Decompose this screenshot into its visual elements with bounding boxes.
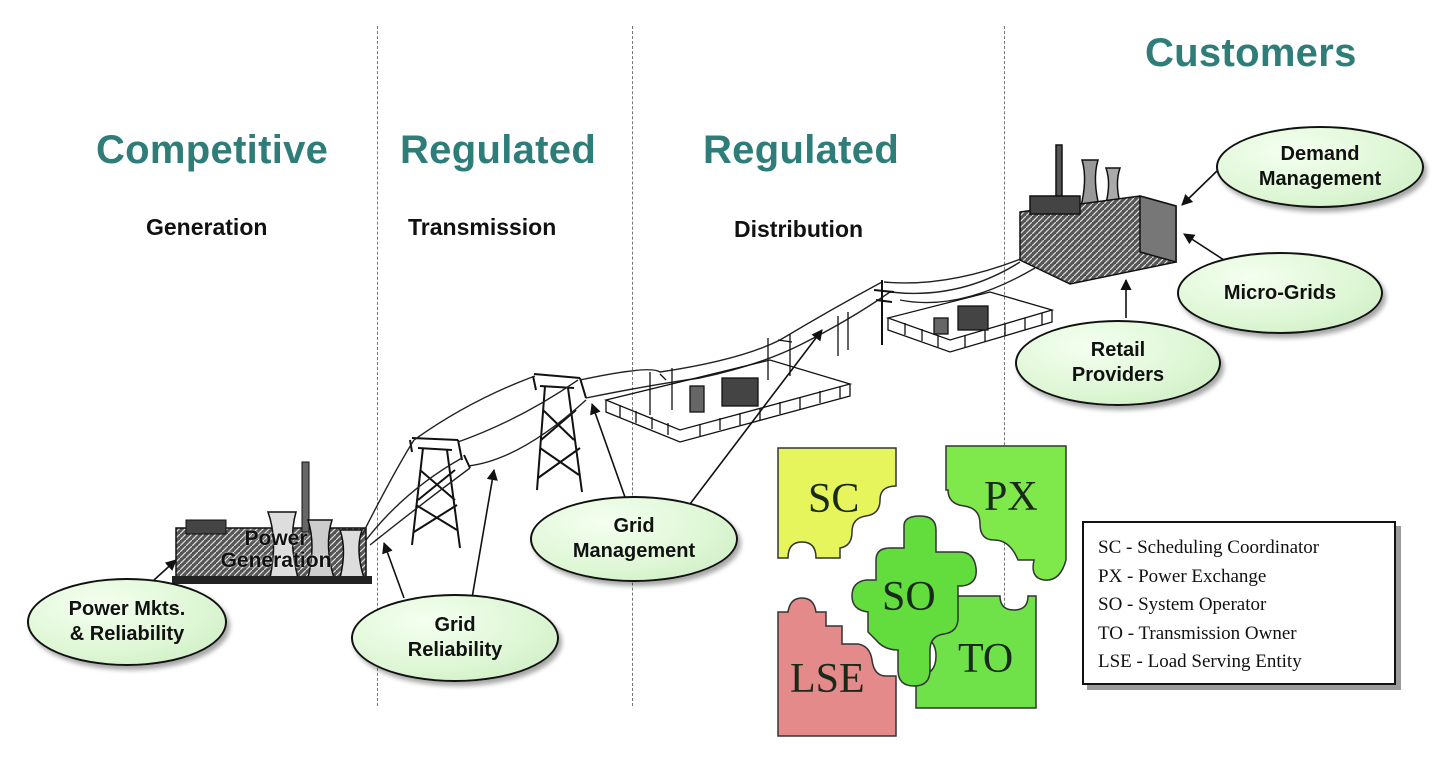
puzzle-label-to: TO [958,636,1013,682]
callout-text: Grid [613,515,655,537]
transmission-tower-icon [532,373,587,493]
power-generation-label: Power Generation [196,527,356,573]
callout-text: Management [572,540,696,562]
callout-micro-grids: Micro-Grids [1177,252,1383,334]
plant-label-line1: Power [244,527,308,550]
puzzle-piece-px: PX [945,445,1067,581]
callout-power-markets: Power Mkts. & Reliability [27,578,227,666]
section-subheading-transmission: Transmission [408,214,557,240]
puzzle-label-sc: SC [808,476,859,522]
power-lines [361,255,1036,546]
legend-item: TO - Transmission Owner [1098,622,1297,644]
section-heading-customers: Customers [1145,31,1357,75]
section-heading-distribution: Regulated [703,128,900,172]
puzzle-label-px: PX [984,474,1038,520]
utility-pole-icon [873,280,895,345]
puzzle-piece-sc: SC [777,447,897,559]
transmission-tower-icon [409,437,471,549]
puzzle-label-lse: LSE [790,656,865,702]
callout-text: Retail [1090,339,1146,361]
callout-text: Grid [434,614,476,636]
section-heading-transmission: Regulated [400,128,597,172]
puzzle-label-so: SO [882,574,936,620]
section-divider [1004,26,1005,706]
legend-item: PX - Power Exchange [1098,565,1267,587]
callout-grid-management: Grid Management [530,496,738,582]
customer-substation-icon [885,291,1055,353]
callout-text: Micro-Grids [1223,281,1337,304]
callout-text: Reliability [407,639,503,661]
callout-demand-management: Demand Management [1216,126,1424,208]
section-heading-generation: Competitive [96,128,329,172]
callout-grid-reliability: Grid Reliability [351,594,559,682]
callout-arrows [153,169,1225,599]
legend-item: SO - System Operator [1098,594,1267,615]
legend-item: SC - Scheduling Coordinator [1098,537,1320,558]
section-divider [632,26,633,706]
callout-text: Providers [1071,364,1165,386]
section-subheading-distribution: Distribution [734,216,864,242]
callout-retail-providers: Retail Providers [1015,320,1221,406]
callout-text: Power Mkts. [68,598,186,620]
callout-text: Management [1258,168,1382,190]
section-subheading-generation: Generation [146,214,268,240]
legend-box: SC - Scheduling Coordinator PX - Power E… [1082,521,1396,685]
legend-item: LSE - Load Serving Entity [1098,651,1302,672]
section-divider [377,26,378,706]
plant-label-line2: Generation [220,549,332,573]
puzzle-piece-lse: LSE [777,597,897,737]
puzzle-piece-so: SO [851,515,977,687]
substation-icon [603,312,853,443]
callout-text: & Reliability [69,623,185,645]
power-plant-icon [172,461,372,584]
callout-text: Demand [1280,143,1360,165]
factory-icon [1019,144,1177,285]
